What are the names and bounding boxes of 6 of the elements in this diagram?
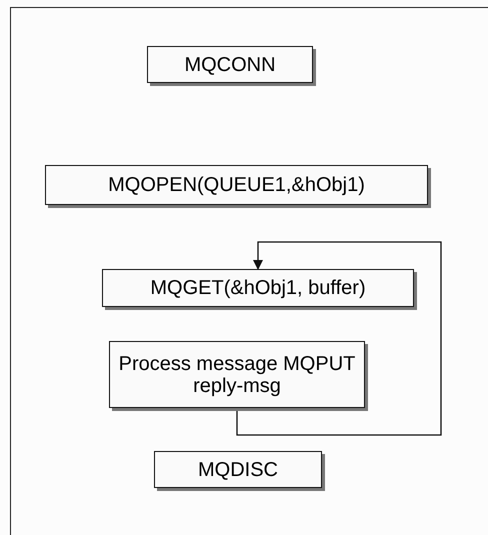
process-box: MQGET(&hObj1, buffer) <box>102 269 414 307</box>
process-box: MQCONN <box>147 46 313 83</box>
process-box: MQOPEN(QUEUE1,&hObj1) <box>45 165 428 205</box>
process-box: Process message MQPUT reply-msg <box>109 341 365 408</box>
loop-arrow <box>236 241 442 436</box>
process-box: MQDISC <box>154 451 322 488</box>
